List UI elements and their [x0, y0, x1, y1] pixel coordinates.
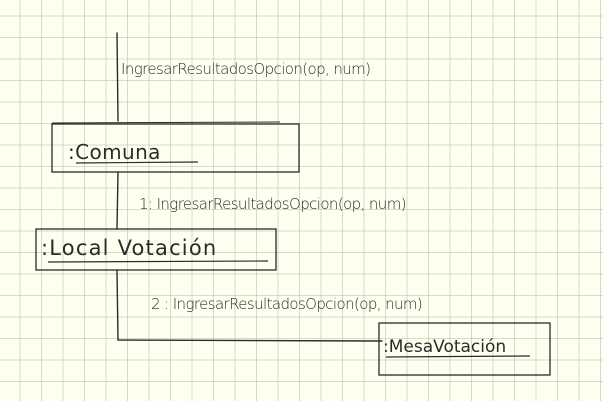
object-underline-local — [47, 260, 269, 263]
incoming-link — [116, 32, 119, 122]
object-label-mesa: :MesaVotación — [383, 337, 506, 357]
object-box-local — [35, 228, 277, 271]
link-local-mesa — [116, 269, 383, 342]
link-comuna-local — [116, 171, 119, 230]
object-label-local: :Local Votación — [41, 236, 217, 260]
message-label-0: IngresarResultadosOpcion(op, num) — [121, 60, 370, 78]
object-box-comuna-topline — [51, 121, 281, 124]
message-label-1: 1: IngresarResultadosOpcion(op, num) — [139, 195, 406, 213]
object-underline-comuna — [75, 161, 199, 164]
object-box-mesa — [378, 322, 551, 376]
object-underline-mesa — [385, 355, 531, 358]
object-label-comuna: :Comuna — [68, 140, 161, 164]
object-box-comuna — [51, 123, 300, 173]
message-label-2: 2 : IngresarResultadosOpcion(op, num) — [151, 295, 422, 313]
